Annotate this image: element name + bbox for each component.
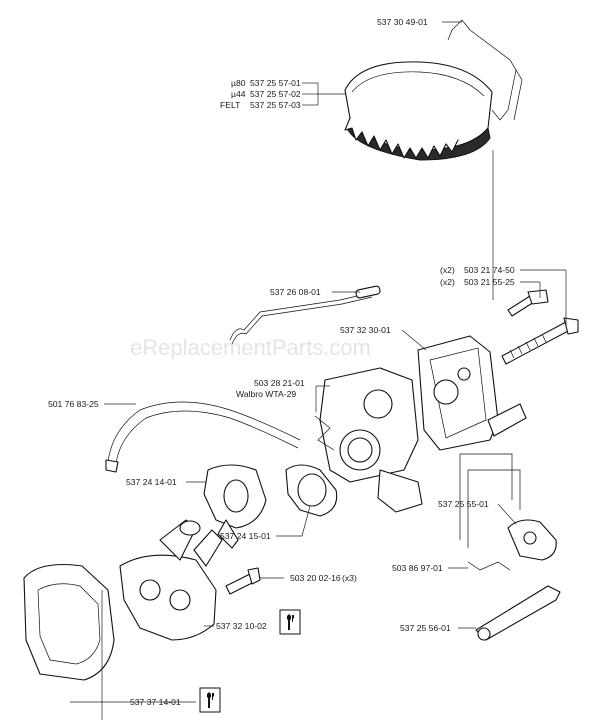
fuel-hose-part [105,401,301,473]
label-filter-felt-num: 537 25 57-03 [250,100,301,110]
bolts-part [501,289,579,365]
label-bolt-long-qty: (x2) [440,265,455,275]
label-filter-u44-tag: µ44 [231,89,246,99]
label-clamp: 537 24 15-01 [220,531,271,541]
carburetor-part [314,367,423,513]
part-labels: 537 30 49-01 µ80 537 25 57-01 µ44 537 25… [48,17,515,707]
intake-manifold-part [119,519,223,641]
label-intake-manifold: 537 32 10-02 [216,621,267,631]
label-spring: 503 86 97-01 [392,563,443,573]
wire-clip-part [447,19,523,121]
wrench-tool-icon [199,687,221,713]
label-carburetor-num: 503 28 21-01 [254,378,305,388]
label-bolt-short-num: 503 21 55-25 [464,277,515,287]
label-carb-housing: 537 32 30-01 [340,325,391,335]
leader-lines [70,21,567,703]
gasket-plate-part [23,563,115,720]
label-filter-u80-num: 537 25 57-01 [250,78,301,88]
screw-part [225,567,261,595]
label-filter-u44-num: 537 25 57-02 [250,89,301,99]
label-intake-elbow: 537 24 14-01 [126,477,177,487]
label-bolt-long-num: 503 21 74-50 [464,265,515,275]
label-carburetor-brand: Walbro WTA-29 [236,389,296,399]
label-bolt-short-qty: (x2) [440,277,455,287]
label-screw-qty: (x3) [342,573,357,583]
label-gasket-plate: 537 37 14-01 [130,697,181,707]
levers-and-spring-part [459,453,561,641]
label-lever-lower: 537 25 56-01 [400,623,451,633]
wrench-tool-icon [279,609,301,635]
label-wire-clip: 537 30 49-01 [377,17,428,27]
intake-elbow-part [203,464,267,549]
air-filter-part [344,61,494,300]
carb-housing-part [417,335,527,451]
label-lever-upper: 537 25 55-01 [438,499,489,509]
label-screw-num: 503 20 02-16 [290,573,341,583]
label-filter-felt-tag: FELT [220,100,241,110]
label-throttle-rod: 537 26 08-01 [270,287,321,297]
clamp-part [285,464,338,517]
label-filter-u80-tag: µ80 [231,78,246,88]
label-fuel-hose: 501 76 83-25 [48,399,99,409]
throttle-rod-part [229,285,381,345]
watermark-text: eReplacementParts.com [130,335,371,360]
